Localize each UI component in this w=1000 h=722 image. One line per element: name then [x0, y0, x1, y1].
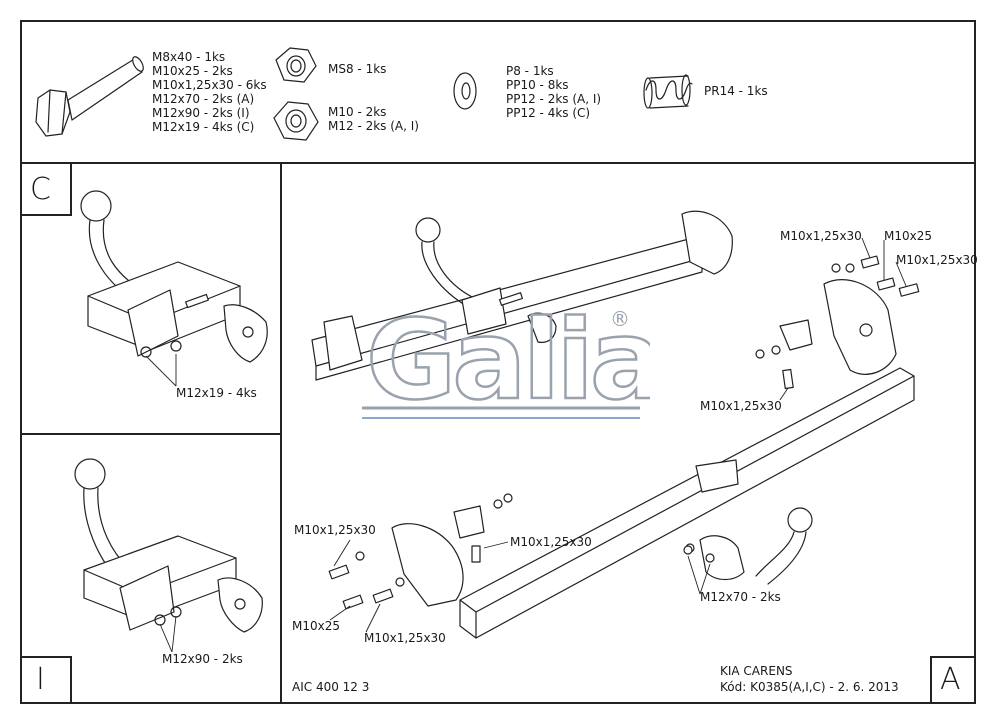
callout-a-left-2: M10x25 [292, 619, 340, 633]
panel-c-letter-box-h [20, 214, 72, 216]
washer-item: PP10 - 8ks [506, 78, 569, 92]
panel-c-letter-box-v [70, 162, 72, 216]
leader-c [145, 354, 177, 387]
panel-i-letter-box-h [20, 656, 72, 658]
bolt-list: M8x40 - 1ks M10x25 - 2ks M10x1,25x30 - 6… [152, 50, 267, 134]
callout-a-mid-center: M10x1,25x30 [510, 535, 592, 549]
callout-a-left-3: M10x1,25x30 [364, 631, 446, 645]
washer-item: P8 - 1ks [506, 64, 554, 78]
divider-c-i [20, 433, 282, 435]
bolt-item: M10x25 - 2ks [152, 64, 233, 78]
bolt-item: M12x19 - 4ks (C) [152, 120, 255, 134]
callout-a-top-right-1: M10x1,25x30 [780, 229, 862, 243]
washer-item: PP12 - 2ks (A, I) [506, 92, 602, 106]
nut-ms8-label: MS8 - 1ks [328, 62, 387, 76]
panel-i-letter: I [36, 662, 45, 697]
divider-parts [20, 162, 976, 164]
watermark-reg-mark: ® [610, 307, 630, 331]
watermark-brand: Galia [366, 296, 650, 424]
leaders-a [329, 237, 907, 633]
callout-a-mid-right: M10x1,25x30 [700, 399, 782, 413]
callout-a-left-1: M10x1,25x30 [294, 523, 376, 537]
spring-icon [643, 74, 693, 109]
callout-a-top-right-2: M10x25 [884, 229, 932, 243]
callout-i: M12x90 - 2ks [162, 652, 243, 666]
washer-list: P8 - 1ks PP10 - 8ks PP12 - 2ks (A, I) PP… [506, 64, 601, 120]
towbar-c-assembly [80, 190, 268, 363]
vehicle-model: KIA CARENS [720, 664, 793, 678]
bolt-item: M12x70 - 2ks (A) [152, 92, 255, 106]
panel-a-letter-box-h [930, 656, 976, 658]
panel-a-letter-box-v [930, 656, 932, 704]
panel-c-letter: C [30, 172, 51, 207]
panel-a-letter: A [940, 662, 961, 697]
nut-item: M12 - 2ks (A, I) [328, 119, 419, 133]
towbar-a-main-beam [391, 279, 915, 639]
towbar-i-assembly [74, 458, 263, 633]
product-code: Kód: K0385(A,I,C) - 2. 6. 2013 [720, 680, 899, 694]
nut-list: M10 - 2ks M12 - 2ks (A, I) [328, 105, 419, 133]
bolt-icon [35, 56, 144, 137]
washer-item: PP12 - 4ks (C) [506, 106, 591, 120]
leader-i [159, 615, 177, 653]
bolt-item: M12x90 - 2ks (I) [152, 106, 250, 120]
bolt-item: M10x1,25x30 - 6ks [152, 78, 267, 92]
spring-label: PR14 - 1ks [704, 84, 768, 98]
nut-m10-icon [273, 101, 319, 141]
panel-i-letter-box-v [70, 656, 72, 704]
washer-icon [453, 72, 477, 110]
nut-item: M10 - 2ks [328, 105, 387, 119]
nut-ms8-icon [275, 47, 317, 83]
fasteners-a [328, 255, 920, 610]
callout-a-ball: M12x70 - 2ks [700, 590, 781, 604]
drawing-number: AIC 400 12 3 [292, 680, 370, 694]
towbar-a-upper-beam [311, 210, 733, 381]
callout-c: M12x19 - 4ks [176, 386, 257, 400]
galia-watermark: Galia ® [362, 295, 650, 425]
bolt-item: M8x40 - 1ks [152, 50, 226, 64]
callout-a-top-right-3: M10x1,25x30 [896, 253, 978, 267]
